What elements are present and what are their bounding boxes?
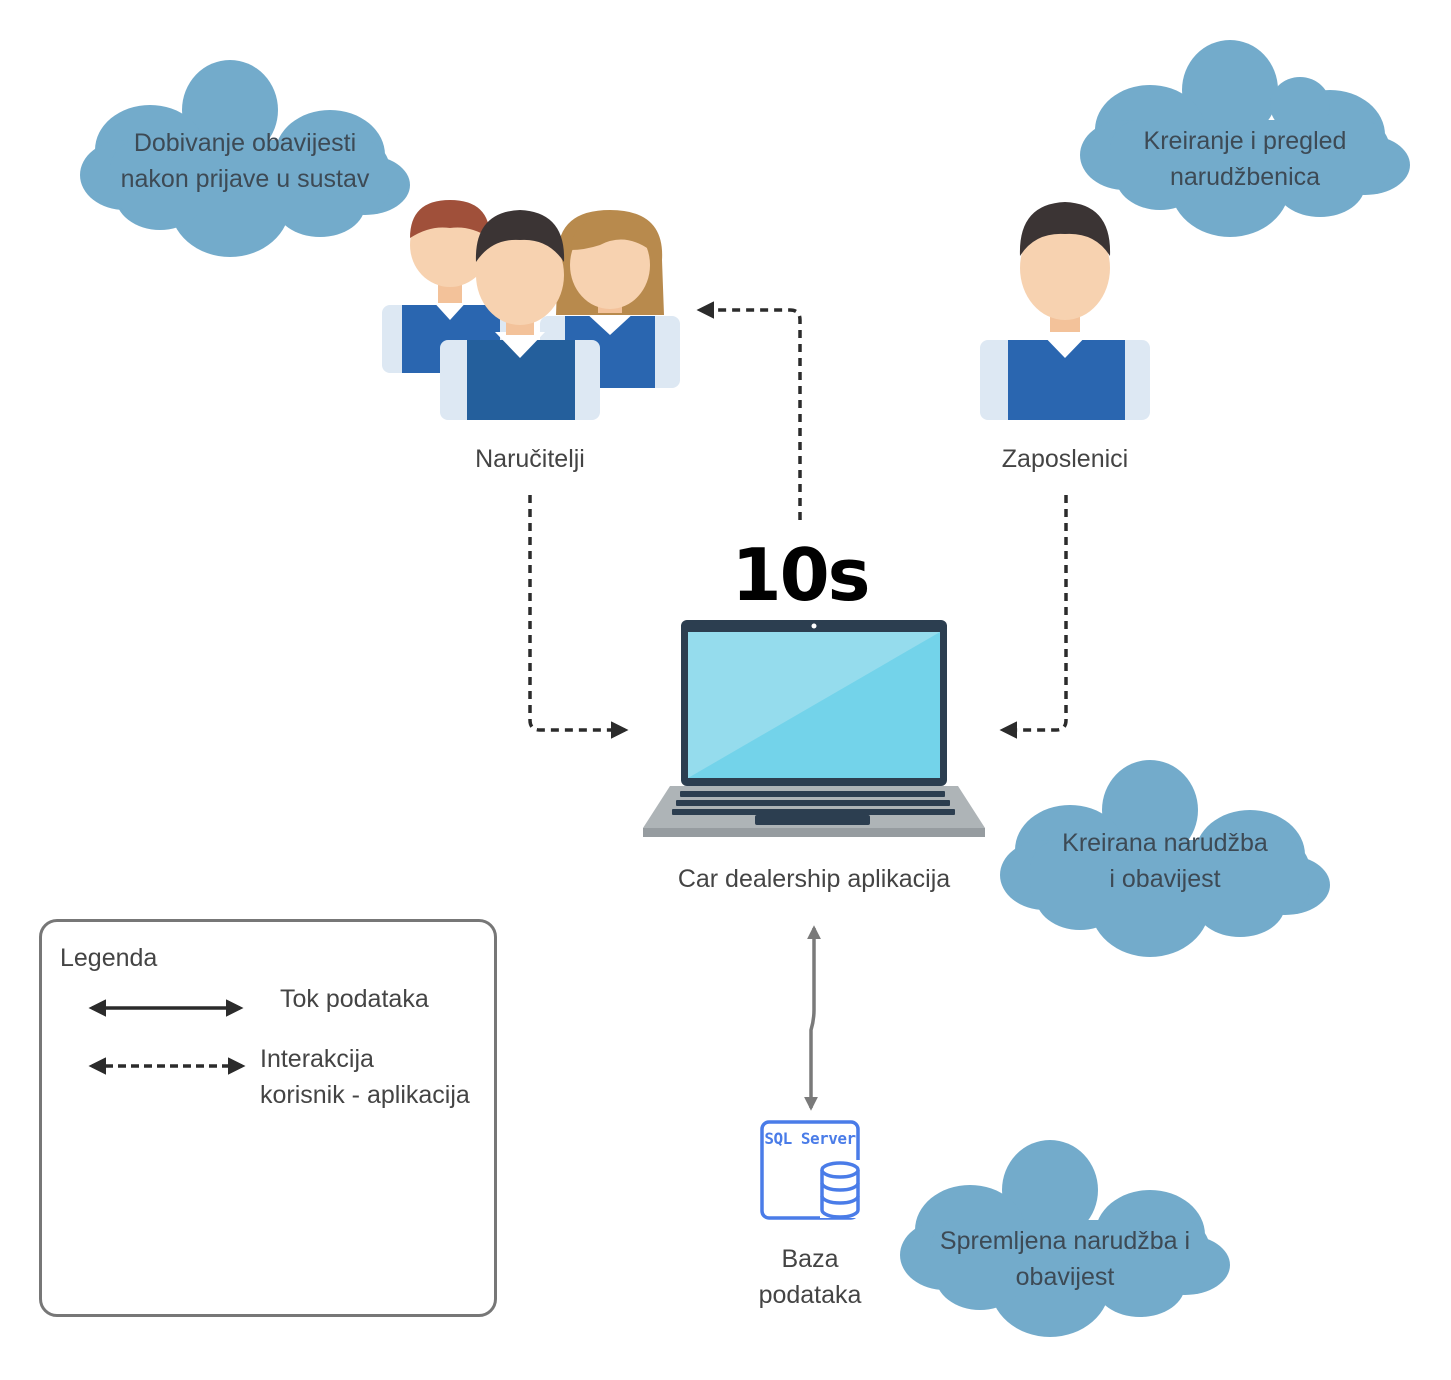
arrow-app-to-customers <box>696 301 802 520</box>
cloud-saved-order-line1: Spremljena narudžba i <box>939 1227 1191 1255</box>
person-back-right-icon <box>540 210 680 388</box>
app-label: Car dealership aplikacija <box>677 865 951 893</box>
legend-interaction-line1: Interakcija <box>260 1045 374 1073</box>
cloud-saved-order-text: Spremljena narudžba i obavijest <box>915 1223 1215 1295</box>
cloud-created-order <box>1000 760 1330 957</box>
cloud-saved-order <box>900 1140 1230 1337</box>
sql-server-badge: SQL Server <box>764 1129 856 1148</box>
cloud-created-order-text: Kreirana narudžba i obavijest <box>1015 825 1315 897</box>
legend-box <box>39 919 497 1317</box>
arrow-employees-to-app <box>999 495 1068 739</box>
customers-icon <box>382 200 680 420</box>
person-front-icon <box>440 210 600 420</box>
database-label-line1: Baza <box>781 1245 839 1273</box>
legend-interaction-line2: korisnik - aplikacija <box>260 1081 470 1109</box>
cloud-notification-line1: Dobivanje obavijesti <box>133 129 357 157</box>
timer-label: 10s <box>731 533 870 617</box>
laptop-icon <box>643 620 985 837</box>
customers-label: Naručitelji <box>475 445 585 473</box>
database-label: Baza podataka <box>710 1241 910 1313</box>
sql-server-icon <box>760 1120 860 1220</box>
cloud-create-orders <box>1080 40 1410 237</box>
cloud-notification-text: Dobivanje obavijesti nakon prijave u sus… <box>95 125 395 197</box>
legend-data-flow-label: Tok podataka <box>280 985 429 1013</box>
keyboard-icon <box>672 791 955 825</box>
cloud-saved-order-line2: obavijest <box>1015 1263 1115 1291</box>
cloud-notification <box>80 60 410 257</box>
cloud-create-orders-text: Kreiranje i pregled narudžbenica <box>1095 123 1395 195</box>
cloud-created-order-line1: Kreirana narudžba <box>1062 829 1268 857</box>
cloud-create-orders-line1: Kreiranje i pregled <box>1143 127 1347 155</box>
employee-icon <box>980 202 1150 420</box>
arrow-app-database-flow <box>804 925 821 1111</box>
employees-label: Zaposlenici <box>1001 445 1129 473</box>
legend-interaction-label: Interakcija korisnik - aplikacija <box>260 1041 470 1113</box>
arrow-customers-to-app <box>528 495 629 739</box>
database-cylinder-icon <box>820 1160 860 1219</box>
database-label-line2: podataka <box>758 1281 862 1309</box>
legend-title: Legenda <box>60 944 158 972</box>
cloud-created-order-line2: i obavijest <box>1109 865 1221 893</box>
cloud-notification-line2: nakon prijave u sustav <box>120 165 370 193</box>
cloud-create-orders-line2: narudžbenica <box>1169 163 1321 191</box>
